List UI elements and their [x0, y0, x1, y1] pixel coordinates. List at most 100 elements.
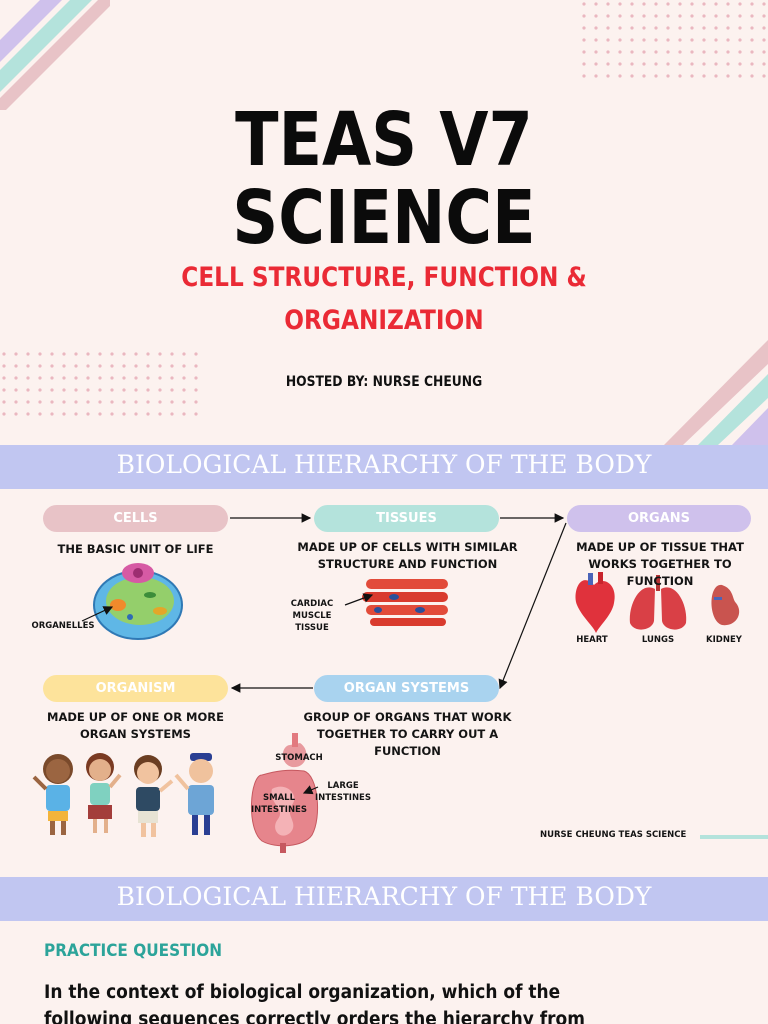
- decor-dot: [702, 14, 706, 18]
- decor-dot: [26, 352, 30, 356]
- decor-dot: [62, 412, 66, 416]
- heart-icon: [575, 572, 615, 633]
- decor-dot: [50, 412, 54, 416]
- decor-dot: [618, 2, 622, 6]
- decor-dot: [666, 74, 670, 78]
- decor-dot: [594, 62, 598, 66]
- decor-dot: [86, 376, 90, 380]
- decor-dot: [134, 400, 138, 404]
- decor-dot: [170, 364, 174, 368]
- decor-dot: [98, 352, 102, 356]
- decor-dot: [38, 400, 42, 404]
- decor-dot: [62, 364, 66, 368]
- decor-dot: [110, 400, 114, 404]
- decor-dot: [726, 38, 730, 42]
- decor-dot: [738, 74, 742, 78]
- decor-dot: [690, 2, 694, 6]
- decor-dot: [630, 62, 634, 66]
- organs-description: MADE UP OF TISSUE THAT WORKS TOGETHER TO…: [576, 540, 744, 588]
- decor-dot: [678, 50, 682, 54]
- cover-title-line1: TEAS V7: [235, 97, 533, 183]
- decor-dot: [62, 400, 66, 404]
- corner-stripes-bottom-right: [664, 340, 768, 445]
- decor-dot: [74, 412, 78, 416]
- decor-dot: [654, 26, 658, 30]
- decor-dot: [642, 74, 646, 78]
- decor-dot: [26, 376, 30, 380]
- decor-dot: [170, 412, 174, 416]
- kidney-icon: [711, 584, 740, 626]
- decor-dot: [690, 50, 694, 54]
- decor-dot: [62, 352, 66, 356]
- decor-dot: [642, 50, 646, 54]
- decor-dot: [2, 352, 6, 356]
- decor-dot: [38, 364, 42, 368]
- decor-dot: [110, 352, 114, 356]
- decor-dot: [122, 412, 126, 416]
- decor-dot: [762, 14, 766, 18]
- decor-dot: [594, 2, 598, 6]
- decor-dot: [182, 376, 186, 380]
- cover-subtitle-line2: ORGANIZATION: [284, 305, 484, 336]
- tissues-description: MADE UP OF CELLS WITH SIMILAR STRUCTURE …: [297, 540, 518, 571]
- decor-dot: [702, 38, 706, 42]
- decor-dot: [194, 376, 198, 380]
- decor-dot: [582, 74, 586, 78]
- decor-dot: [738, 50, 742, 54]
- decor-dot: [618, 74, 622, 78]
- corner-stripes-top-left: [0, 0, 110, 110]
- decor-dot: [714, 74, 718, 78]
- decor-dot: [2, 388, 6, 392]
- decor-dot: [690, 62, 694, 66]
- decor-dot: [618, 26, 622, 30]
- decor-dot: [2, 400, 6, 404]
- decor-dot: [750, 38, 754, 42]
- decor-dot: [762, 38, 766, 42]
- decor-dot: [74, 352, 78, 356]
- decor-dot: [182, 352, 186, 356]
- decor-dot: [750, 74, 754, 78]
- decor-dot: [582, 14, 586, 18]
- decor-dot: [606, 74, 610, 78]
- decor-dot: [606, 38, 610, 42]
- decor-dot: [762, 2, 766, 6]
- decor-dot: [642, 14, 646, 18]
- decor-dot: [2, 412, 6, 416]
- decor-dot: [654, 14, 658, 18]
- decor-dot: [606, 50, 610, 54]
- decor-dot: [86, 400, 90, 404]
- decor-dot: [50, 352, 54, 356]
- decor-dot: [98, 376, 102, 380]
- cover-title-line2: SCIENCE: [232, 175, 536, 261]
- decor-dot: [642, 62, 646, 66]
- decor-dot: [702, 62, 706, 66]
- decor-dot: [702, 50, 706, 54]
- decor-dot: [98, 388, 102, 392]
- decor-dot: [594, 14, 598, 18]
- decor-dot: [170, 400, 174, 404]
- decor-dot: [38, 412, 42, 416]
- decor-dot: [750, 50, 754, 54]
- decor-dot: [194, 412, 198, 416]
- decor-dot: [38, 388, 42, 392]
- decor-dot: [702, 74, 706, 78]
- decor-dot: [50, 364, 54, 368]
- decor-dot: [606, 2, 610, 6]
- dot-grid-left: [2, 352, 198, 416]
- decor-dot: [678, 14, 682, 18]
- decor-dot: [738, 2, 742, 6]
- decor-dot: [654, 38, 658, 42]
- cover-subtitle-line1: CELL STRUCTURE, FUNCTION &: [181, 262, 587, 293]
- decor-dot: [726, 62, 730, 66]
- decor-dot: [714, 2, 718, 6]
- decor-dot: [170, 376, 174, 380]
- decor-dot: [666, 26, 670, 30]
- decor-dot: [630, 2, 634, 6]
- decor-dot: [62, 388, 66, 392]
- decor-dot: [642, 2, 646, 6]
- practice-question-label: PRACTICE QUESTION: [44, 941, 223, 961]
- decor-dot: [726, 14, 730, 18]
- organelles-label: ORGANELLES: [31, 621, 95, 631]
- decor-dot: [714, 62, 718, 66]
- decor-dot: [690, 38, 694, 42]
